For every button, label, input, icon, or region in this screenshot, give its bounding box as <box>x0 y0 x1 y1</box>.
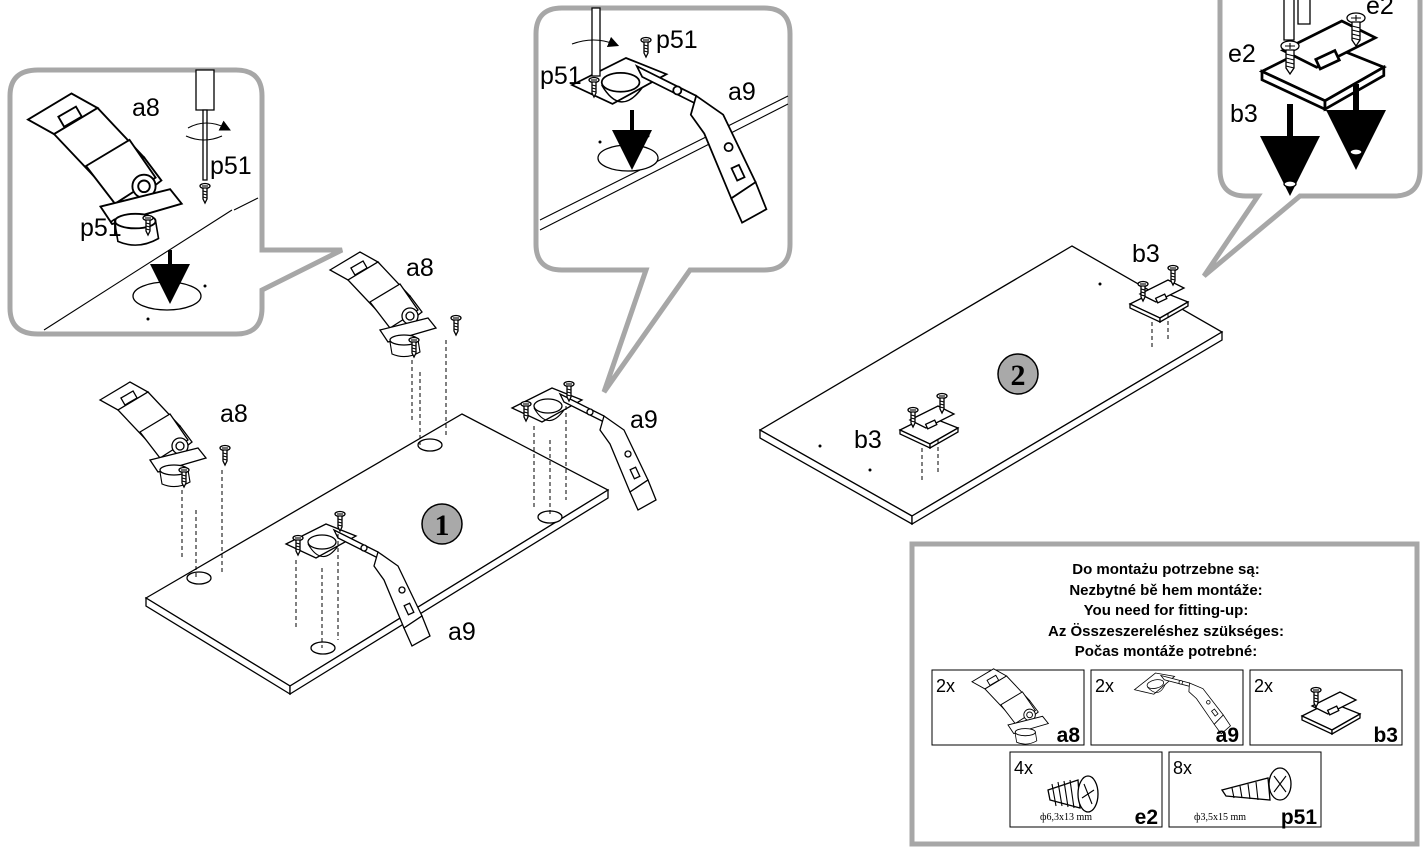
label-b3-left: b3 <box>854 426 882 454</box>
screwdriver-icon <box>591 7 601 77</box>
step1-number: 1 <box>435 509 450 542</box>
svg-text:b3: b3 <box>1373 724 1398 747</box>
svg-text:p51: p51 <box>1281 806 1318 829</box>
svg-text:2x: 2x <box>1095 676 1114 696</box>
step1-hinge-a8-left <box>99 381 207 488</box>
part-cell-p51: 8x ф3,5x15 mm p51 <box>1168 751 1322 829</box>
step1-panel <box>144 413 610 696</box>
label-a9-bottom: a9 <box>448 618 476 646</box>
callout-label-p51-top: p51 <box>656 26 698 54</box>
rotation-arrow-icon <box>571 36 620 48</box>
callout-label-p51-right: p51 <box>210 152 252 180</box>
label-a8-left: a8 <box>220 400 248 428</box>
callout-b3-detail: e2 e2 b3 <box>1201 0 1423 278</box>
screw-icon <box>178 466 190 488</box>
label-b3-right: b3 <box>1132 240 1160 268</box>
svg-text:e2: e2 <box>1135 806 1158 829</box>
step2-number: 2 <box>1011 359 1026 392</box>
screw-icon <box>219 444 231 466</box>
part-cell-e2: 4x ф6,3x13 mm e2 <box>1009 751 1163 829</box>
parts-heading-cz: Nezbytné bě hem montáže: <box>1069 582 1262 599</box>
part-cell-b3: 2x b3 <box>1249 669 1403 747</box>
part-cell-a9: 2x a9 <box>1090 659 1244 750</box>
svg-text:8x: 8x <box>1173 758 1192 778</box>
callout-label-p51-left: p51 <box>540 62 582 90</box>
screw-icon <box>1047 775 1099 813</box>
svg-text:a9: a9 <box>1216 724 1239 747</box>
step1-badge: 1 <box>421 503 463 545</box>
callout-label-e2-left: e2 <box>1228 40 1256 68</box>
svg-text:a8: a8 <box>1057 724 1081 747</box>
parts-heading-hu: Az Összeszereléshez szükséges: <box>1048 623 1284 640</box>
screw-icon <box>450 314 462 336</box>
screw-icon <box>408 336 420 358</box>
callout-label-e2-right: e2 <box>1366 0 1394 20</box>
label-a8-top: a8 <box>406 254 434 282</box>
callout-label-b3: b3 <box>1230 100 1258 128</box>
screwdriver-icon <box>195 69 215 181</box>
parts-heading-en: You need for fitting-up: <box>1084 602 1249 619</box>
parts-required-box: Do montażu potrzebne są: Nezbytné bě hem… <box>909 541 1420 847</box>
part-cell-a8: 2x a8 <box>931 668 1085 747</box>
parts-heading-pl: Do montażu potrzebne są: <box>1072 561 1260 578</box>
callout-label-a9: a9 <box>728 78 756 106</box>
screw-icon <box>1220 767 1292 801</box>
screwdriver-icon <box>1283 0 1311 41</box>
svg-text:ф3,5x15 mm: ф3,5x15 mm <box>1194 812 1246 823</box>
svg-text:2x: 2x <box>936 676 955 696</box>
callout-a8-detail: a8 p51 p51 <box>7 67 344 337</box>
step2-panel <box>758 245 1224 526</box>
parts-heading-sk: Počas montáže potrebné: <box>1075 643 1258 660</box>
rotation-arrow-icon <box>187 120 231 131</box>
callout-label-a8: a8 <box>132 94 160 122</box>
label-a9-right: a9 <box>630 406 658 434</box>
svg-text:4x: 4x <box>1014 758 1033 778</box>
callout-label-p51-left: p51 <box>80 214 122 242</box>
svg-text:ф6,3x13 mm: ф6,3x13 mm <box>1040 812 1092 823</box>
step2-badge: 2 <box>997 353 1039 395</box>
svg-text:2x: 2x <box>1254 676 1273 696</box>
callout-a9-detail: p51 p51 a9 <box>533 5 793 394</box>
